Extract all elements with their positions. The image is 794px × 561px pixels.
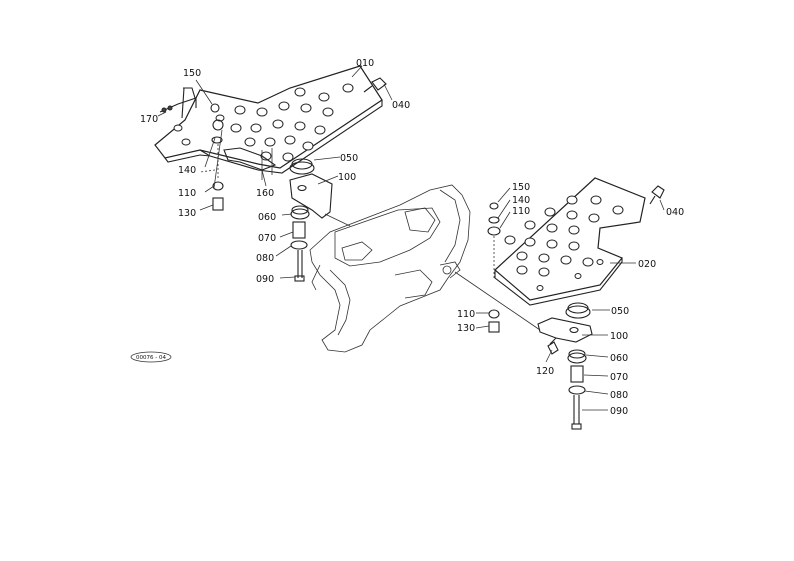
label-130-right: 130 [457, 323, 475, 334]
label-080-right: 080 [610, 390, 628, 401]
label-060-right: 060 [610, 353, 628, 364]
label-070-right: 070 [610, 372, 628, 383]
label-050-left: 050 [340, 153, 358, 164]
label-050-right: 050 [611, 306, 629, 317]
label-170: 170 [140, 114, 158, 125]
label-140-left: 140 [178, 165, 196, 176]
left-floor-plate [154, 65, 387, 211]
right-bolt-040 [649, 185, 665, 205]
reference-code-badge: 00076 - 04 [130, 351, 172, 363]
label-140-right: 140 [512, 195, 530, 206]
label-150-right: 150 [512, 182, 530, 193]
label-150-left: 150 [183, 68, 201, 79]
label-040-left: 040 [392, 100, 410, 111]
label-040-right: 040 [666, 207, 684, 218]
label-110-left: 110 [178, 188, 196, 199]
label-100-left: 100 [338, 172, 356, 183]
label-120: 120 [536, 366, 554, 377]
label-110-lower: 110 [457, 309, 475, 320]
label-070-left: 070 [258, 233, 276, 244]
part-labels: 010 040 150 170 140 110 130 160 050 100 … [140, 58, 684, 417]
label-100-right: 100 [610, 331, 628, 342]
label-020: 020 [638, 259, 656, 270]
label-090-left: 090 [256, 274, 274, 285]
left-mount-stack [289, 158, 351, 282]
label-110-right: 110 [512, 206, 530, 217]
label-010: 010 [356, 58, 374, 69]
right-plate-holes [504, 195, 624, 291]
label-060-left: 060 [258, 212, 276, 223]
left-bolt-040 [363, 77, 387, 93]
right-mount-stack [537, 302, 593, 430]
transmission-housing [309, 184, 471, 353]
left-plate-holes [173, 83, 354, 162]
label-160: 160 [256, 188, 274, 199]
leader-lines [157, 65, 665, 411]
right-floor-plate [454, 177, 665, 333]
reference-code: 00076 - 04 [136, 355, 166, 361]
label-130-left: 130 [178, 208, 196, 219]
label-090-right: 090 [610, 406, 628, 417]
label-080-left: 080 [256, 253, 274, 264]
